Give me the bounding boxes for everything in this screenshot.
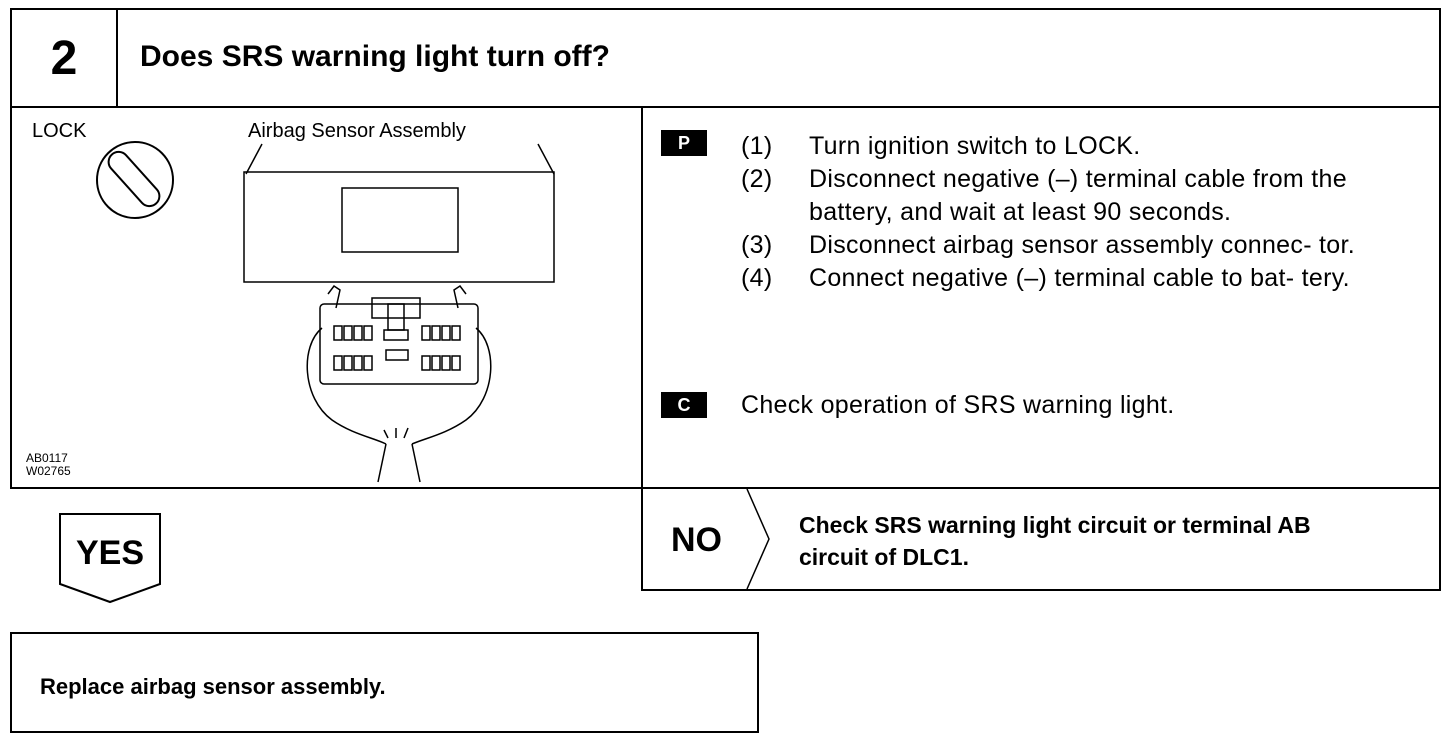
step-header: 2 Does SRS warning light turn off? — [10, 8, 1441, 108]
procedure-step: (2) Disconnect negative (–) terminal cab… — [741, 163, 1417, 229]
yes-label: YES — [75, 534, 145, 572]
figure-code-1: AB0117 — [26, 451, 68, 465]
arrow-divider-icon — [746, 489, 770, 589]
connector-icon — [319, 284, 479, 385]
sensor-assembly-icon — [243, 171, 555, 283]
check-text: Check operation of SRS warning light. — [741, 391, 1175, 419]
procedure-step: (3) Disconnect airbag sensor assembly co… — [741, 229, 1417, 262]
procedure-step: (4) Connect negative (–) terminal cable … — [741, 262, 1417, 295]
no-branch: NO Check SRS warning light circuit or te… — [641, 487, 1441, 591]
no-result-line-1: Check SRS warning light circuit or termi… — [799, 512, 1311, 538]
check-badge: C — [661, 392, 707, 418]
leader-lines — [245, 143, 555, 175]
step-text: Disconnect negative (–) terminal cable f… — [809, 165, 1347, 226]
sensor-label: Airbag Sensor Assembly — [248, 120, 466, 142]
no-result-text: Check SRS warning light circuit or termi… — [799, 509, 1311, 573]
step-number: 2 — [12, 10, 118, 106]
step-index: (1) — [741, 132, 773, 160]
hand-icon — [306, 327, 492, 483]
figure-code-2: W02765 — [26, 464, 71, 478]
airbag-sensor-illustration — [96, 141, 555, 483]
no-label: NO — [671, 521, 722, 559]
ignition-lock-icon — [96, 141, 174, 219]
prep-badge: P — [661, 130, 707, 156]
procedure-steps: (1) Turn ignition switch to LOCK. (2) Di… — [741, 130, 1417, 295]
step-question: Does SRS warning light turn off? — [140, 40, 610, 73]
yes-result-text: Replace airbag sensor assembly. — [40, 674, 386, 699]
yes-arrow-shape — [59, 513, 161, 604]
step-text: Turn ignition switch to LOCK. — [809, 132, 1141, 160]
yes-result-box: Replace airbag sensor assembly. — [10, 632, 759, 733]
no-result-line-2: circuit of DLC1. — [799, 544, 969, 570]
step-text: Connect negative (–) terminal cable to b… — [809, 264, 1350, 292]
figure-panel: LOCK Airbag Sensor Assembly — [10, 106, 643, 489]
step-index: (3) — [741, 231, 773, 259]
step-index: (4) — [741, 264, 773, 292]
step-text: Disconnect airbag sensor assembly connec… — [809, 231, 1356, 259]
procedure-panel: P (1) Turn ignition switch to LOCK. (2) … — [641, 106, 1441, 489]
lock-label: LOCK — [32, 120, 87, 142]
procedure-step: (1) Turn ignition switch to LOCK. — [741, 130, 1417, 163]
step-index: (2) — [741, 165, 773, 193]
